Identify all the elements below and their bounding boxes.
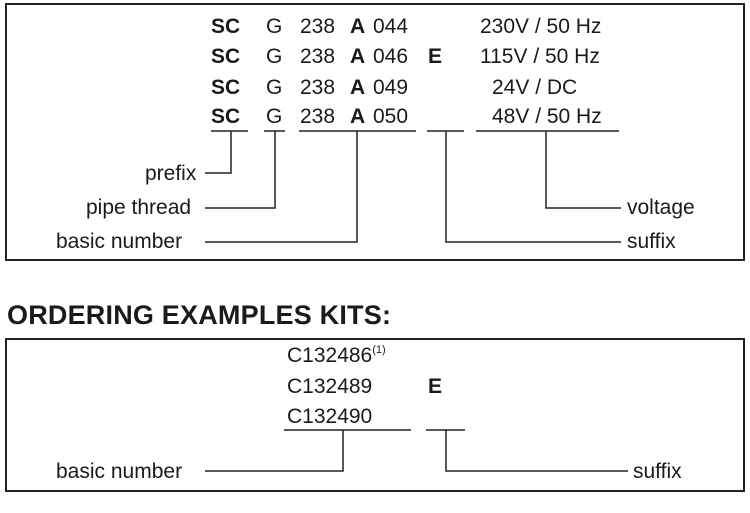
kit-suffix: E <box>428 375 443 398</box>
code-letter: A <box>350 45 366 68</box>
code-voltage: 115V / 50 Hz <box>480 45 600 68</box>
code-prefix: SC <box>211 76 241 99</box>
kits-heading: ORDERING EXAMPLES KITS: <box>7 300 392 330</box>
leader-pipe-thread <box>205 131 276 209</box>
leader-prefix <box>205 131 232 174</box>
leader-kit-suffix <box>445 430 628 472</box>
leader-suffix <box>445 131 621 243</box>
code-voltage: 24V / DC <box>492 76 578 99</box>
code-suffix: E <box>428 45 443 68</box>
code-letter: A <box>350 105 366 128</box>
label-prefix: prefix <box>145 162 197 185</box>
code-voltage: 48V / 50 Hz <box>492 105 602 128</box>
code-number: 044 <box>373 15 409 38</box>
label-pipe-thread: pipe thread <box>86 196 192 219</box>
leader-basic-number <box>205 131 358 243</box>
label-basic-number: basic number <box>56 230 183 253</box>
code-prefix: SC <box>211 15 241 38</box>
ordering-code-box <box>5 3 745 261</box>
kit-label-suffix: suffix <box>633 460 682 483</box>
code-thread: G <box>266 105 283 128</box>
code-thread: G <box>266 76 283 99</box>
code-number: 050 <box>373 105 409 128</box>
kit-code-number: C132486 <box>287 344 373 367</box>
code-thread: G <box>266 45 283 68</box>
code-letter: A <box>350 76 366 99</box>
leader-kit-basic-number <box>205 430 344 472</box>
footnote-marker: (1) <box>372 344 386 356</box>
code-basic: 238 <box>300 45 336 68</box>
code-letter: A <box>350 15 366 38</box>
code-basic: 238 <box>300 76 336 99</box>
label-voltage: voltage <box>627 196 695 219</box>
kit-code: C132490 <box>287 405 373 428</box>
code-number: 046 <box>373 45 409 68</box>
code-thread: G <box>266 15 283 38</box>
label-suffix: suffix <box>627 230 676 253</box>
code-prefix: SC <box>211 105 241 128</box>
kit-code: C132489 <box>287 375 373 398</box>
code-prefix: SC <box>211 45 241 68</box>
leader-voltage <box>545 131 621 209</box>
kit-label-basic-number: basic number <box>56 460 183 483</box>
code-basic: 238 <box>300 15 336 38</box>
code-number: 049 <box>373 76 409 99</box>
kits-box <box>5 338 745 492</box>
code-voltage: 230V / 50 Hz <box>480 15 602 38</box>
code-basic: 238 <box>300 105 336 128</box>
kit-code: C132486(1) <box>287 344 386 368</box>
